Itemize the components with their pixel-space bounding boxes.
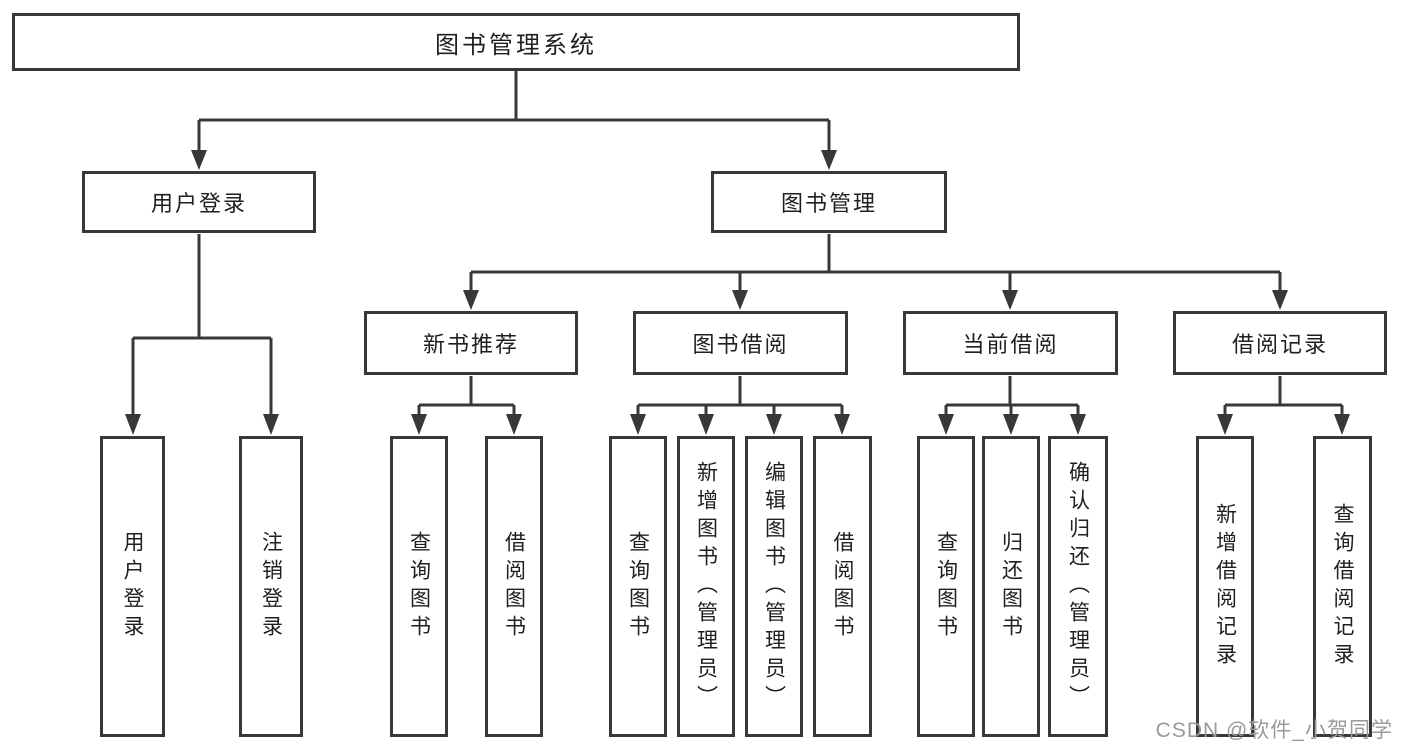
edge-current-borrowing-to-leaves [938, 376, 1086, 435]
node-library-management-system: 图书管理系统 [12, 13, 1020, 71]
node-user-login: 用户登录 [82, 171, 316, 233]
leaf-add-book-admin: 新增图书（管理员） [677, 436, 735, 737]
leaf-label: 归还图书 [999, 530, 1023, 643]
edge-new-book-recommendation-to-leaves [411, 376, 522, 435]
edge-user-login-to-leaves [125, 234, 279, 435]
leaf-borrow-books-2: 借阅图书 [813, 436, 872, 737]
leaf-label: 借阅图书 [502, 530, 526, 643]
leaf-edit-book-admin: 编辑图书（管理员） [745, 436, 803, 737]
leaf-query-borrow-record: 查询借阅记录 [1313, 436, 1372, 737]
node-book-management: 图书管理 [711, 171, 947, 233]
edge-borrowing-records-to-leaves [1217, 376, 1350, 435]
leaf-borrow-books-1: 借阅图书 [485, 436, 543, 737]
leaf-label: 新增借阅记录 [1213, 502, 1237, 671]
edge-root-to-level2 [191, 71, 837, 170]
leaf-label: 确认归还（管理员） [1066, 460, 1090, 713]
leaf-label: 查询图书 [626, 530, 650, 643]
leaf-label: 查询借阅记录 [1331, 502, 1354, 671]
leaf-label: 用户登录 [121, 530, 144, 643]
leaf-logout: 注销登录 [239, 436, 303, 737]
leaf-query-books-2: 查询图书 [609, 436, 667, 737]
leaf-label: 新增图书（管理员） [694, 460, 718, 713]
leaf-label: 注销登录 [259, 530, 283, 643]
node-new-book-recommendation: 新书推荐 [364, 311, 578, 375]
node-current-borrowing: 当前借阅 [903, 311, 1118, 375]
node-borrowing-records: 借阅记录 [1173, 311, 1387, 375]
edge-book-borrowing-to-leaves [630, 376, 850, 435]
leaf-query-books-3: 查询图书 [917, 436, 975, 737]
leaf-query-books-1: 查询图书 [390, 436, 448, 737]
leaf-user-login: 用户登录 [100, 436, 165, 737]
leaf-label: 编辑图书（管理员） [762, 460, 786, 713]
leaf-add-borrow-record: 新增借阅记录 [1196, 436, 1254, 737]
leaf-confirm-return-admin: 确认归还（管理员） [1048, 436, 1108, 737]
leaf-return-books: 归还图书 [982, 436, 1040, 737]
leaf-label: 借阅图书 [831, 530, 854, 643]
csdn-watermark: CSDN @软件_小贺同学 [1155, 719, 1393, 742]
edge-book-management-to-level3 [463, 234, 1288, 310]
leaf-label: 查询图书 [934, 530, 958, 643]
leaf-label: 查询图书 [407, 530, 431, 643]
node-book-borrowing: 图书借阅 [633, 311, 848, 375]
